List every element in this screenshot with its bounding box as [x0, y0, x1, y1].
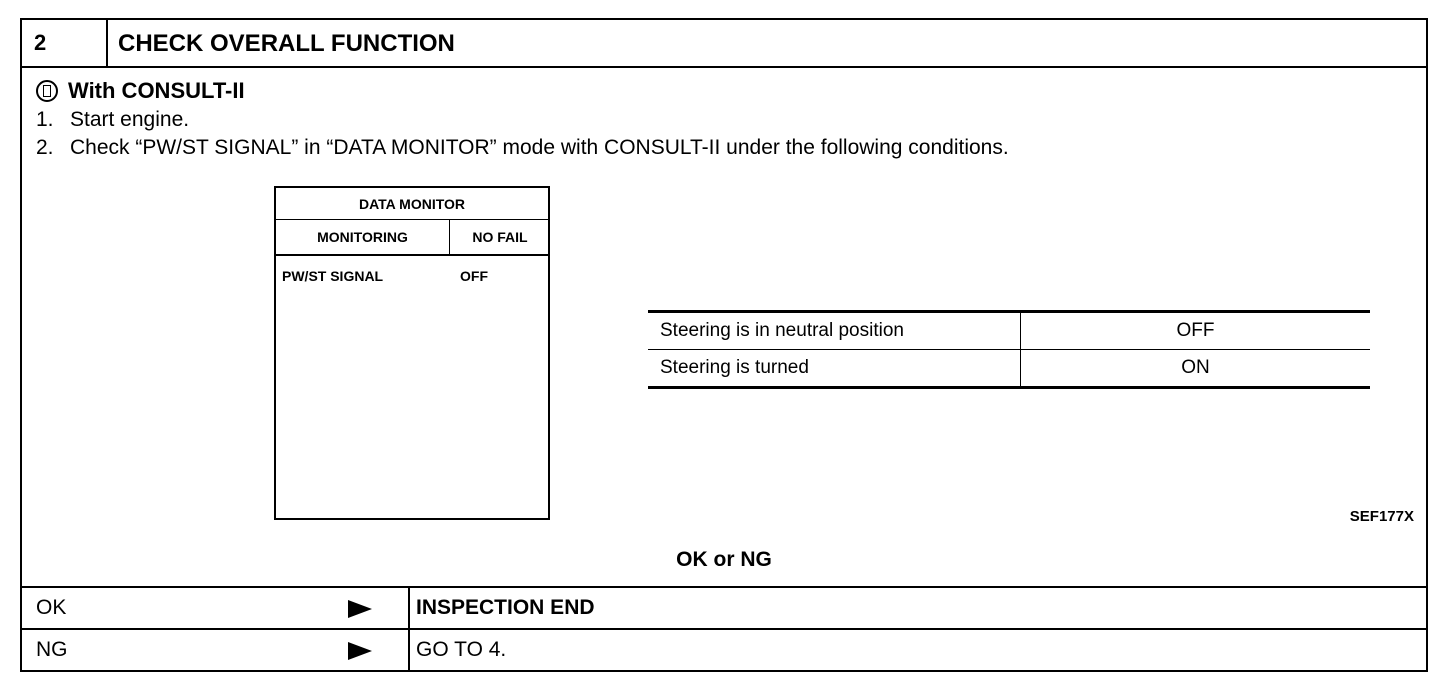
monitor-item-value: OFF: [460, 268, 488, 284]
method-label: With CONSULT-II: [68, 78, 245, 103]
step-header: 2 CHECK OVERALL FUNCTION: [22, 20, 1426, 68]
step-text: Check “PW/ST SIGNAL” in “DATA MONITOR” m…: [70, 136, 1009, 159]
figure-code: SEF177X: [1349, 508, 1414, 525]
divider: [408, 588, 410, 628]
consult-icon: [36, 80, 58, 102]
monitor-item-name: PW/ST SIGNAL: [282, 268, 384, 284]
result-key: OK: [36, 596, 67, 619]
result-action: INSPECTION END: [416, 596, 595, 619]
divider: [408, 630, 410, 670]
ok-or-ng-prompt: OK or NG: [676, 548, 772, 571]
data-monitor-screen: DATA MONITOR MONITORING NO FAIL PW/ST SI…: [274, 186, 550, 520]
result-key: NG: [36, 638, 68, 661]
condition-cell: Steering is in neutral position: [648, 310, 1021, 350]
monitoring-label: MONITORING: [276, 220, 450, 254]
arrow-right-icon: [348, 642, 372, 660]
instruction-step: 2. Check “PW/ST SIGNAL” in “DATA MONITOR”…: [36, 136, 1009, 160]
instruction-step: 1. Start engine.: [36, 108, 189, 132]
step-number: 2: [22, 20, 108, 66]
arrow-right-icon: [348, 600, 372, 618]
step-title: CHECK OVERALL FUNCTION: [118, 30, 455, 57]
step-index: 2.: [36, 136, 54, 159]
no-fail-label: NO FAIL: [472, 229, 528, 245]
data-monitor-subheader: MONITORING NO FAIL: [276, 220, 548, 256]
procedure-frame: 2 CHECK OVERALL FUNCTION With CONSULT-II…: [20, 18, 1428, 672]
signal-value-cell: ON: [1020, 349, 1370, 389]
method-heading: With CONSULT-II: [36, 78, 245, 104]
table-row: Steering is in neutral position OFF: [648, 310, 1370, 350]
data-monitor-title: DATA MONITOR: [276, 188, 548, 220]
signal-value-cell: OFF: [1020, 310, 1370, 350]
result-action: GO TO 4.: [416, 638, 507, 661]
result-row-ok: OK INSPECTION END: [22, 586, 1426, 628]
condition-table: Steering is in neutral position OFF Stee…: [648, 310, 1370, 389]
table-row: Steering is turned ON: [648, 349, 1370, 389]
condition-cell: Steering is turned: [648, 349, 1021, 389]
step-text: Start engine.: [70, 108, 190, 131]
result-row-ng: NG GO TO 4.: [22, 628, 1426, 670]
step-index: 1.: [36, 108, 54, 131]
